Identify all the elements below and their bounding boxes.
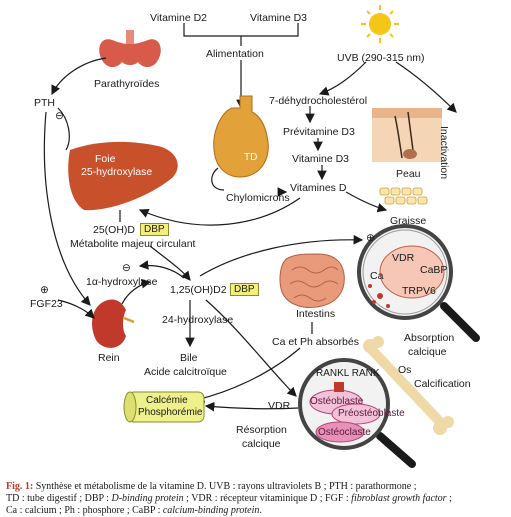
ohd-dbp-badge: DBP: [140, 223, 169, 236]
liver-icon: [68, 141, 178, 211]
label-hydroxylase25: 25-hydroxylase: [81, 166, 153, 178]
label-vitamine-d3: Vitamine D3: [292, 153, 350, 165]
caption-fig-number: Fig. 1:: [6, 481, 34, 492]
label-calcique-abs: calcique: [408, 346, 447, 358]
caption-line-3b: calcium-binding protein: [162, 505, 260, 516]
label-acide: Acide calcitroïque: [144, 366, 227, 378]
label-inactivation: Inactivation: [438, 126, 450, 180]
label-rein: Rein: [98, 352, 120, 364]
uvb-to-dehydro-arrow: [318, 61, 367, 96]
caption-line-2d: fibroblast growth factor: [351, 493, 447, 504]
calcemie-box: [123, 391, 205, 423]
sun-icon: [361, 5, 399, 43]
label-hydroxylase24: 24-hydroxylase: [162, 314, 234, 326]
label-vitamines-d: Vitamines D: [290, 182, 347, 194]
label-uvb: UVB (290-315 nm): [337, 52, 425, 64]
caption-line-2e: ;: [446, 493, 452, 504]
vitd-to-graisse-arrow: [345, 191, 388, 213]
dihydroxy-dbp-badge: DBP: [230, 283, 259, 296]
figure-caption: Fig. 1: Synthèse et métabolisme de la vi…: [6, 481, 506, 517]
uvb-inactivation-arrow: [395, 61, 457, 113]
intestine-icon: [279, 253, 345, 308]
label-ca: Ca: [370, 270, 384, 282]
pth-inhibit-sign: ⊖: [55, 110, 64, 122]
label-vitamine-d2: Vitamine D2: [150, 12, 208, 24]
label-parathyroides: Parathyroïdes: [94, 78, 160, 90]
skin-icon: [372, 108, 442, 162]
label-preosteoblaste: Préostéoblaste: [338, 408, 405, 419]
label-phosphoremie: Phosphorémie: [138, 407, 203, 418]
label-ca-ph: Ca et Ph absorbés: [272, 336, 359, 348]
vdr-to-calcemie-arrow: [204, 401, 299, 412]
label-osteoclaste: Ostéoclaste: [318, 427, 371, 438]
label-vdr-zoom: VDR: [392, 252, 415, 264]
label-alimentation: Alimentation: [206, 48, 264, 60]
label-td: TD: [244, 152, 258, 163]
label-alpha-hydroxylase: 1α-hydroxylase: [86, 276, 158, 288]
label-rankl-rank: RANKL RANK: [316, 368, 380, 379]
dihydroxy-to-alpha-neg-arrow: [138, 260, 185, 279]
label-previtamine: Prévitamine D3: [283, 126, 355, 138]
label-metabolite: Métabolite majeur circulant: [70, 238, 196, 250]
fgf-plus-sign: ⊕: [40, 284, 49, 296]
label-chylomicrons: Chylomicrons: [226, 192, 290, 204]
top-bracket: [183, 23, 299, 37]
stomach-icon: [211, 95, 269, 191]
label-resorption: Résorption: [236, 424, 287, 436]
label-calcification: Calcification: [414, 378, 471, 390]
alpha-inhibit-sign: ⊖: [122, 262, 131, 274]
fat-icon: [379, 187, 428, 205]
label-pth: PTH: [34, 97, 55, 109]
resorption-magnifier: [298, 358, 416, 468]
label-calcemie: Calcémie: [146, 395, 188, 406]
parathyroid-to-pth-arrow: [51, 57, 107, 96]
caph-to-calcemie-arrow: [194, 347, 301, 403]
absorption-plus-sign: ⊕: [366, 232, 375, 244]
caption-line-2a: TD : tube digestif ; DBP :: [6, 493, 112, 504]
label-bile: Bile: [180, 352, 198, 364]
label-graisse: Graisse: [390, 215, 427, 227]
label-vdr-left: VDR: [268, 400, 291, 412]
label-absorption: Absorption: [404, 332, 455, 344]
label-os: Os: [398, 364, 412, 376]
calcemie-feedback-arrow: [57, 107, 70, 151]
ohd-to-dihydroxy-arrow: [149, 245, 191, 281]
bone-icon: [363, 336, 454, 435]
vitd-to-liver-arrow: [138, 197, 301, 226]
kidney-icon: [92, 299, 135, 348]
dihydroxy-to-absorption-arrow: [199, 234, 364, 277]
label-calcique-res: calcique: [242, 438, 281, 450]
label-foie: Foie: [95, 153, 116, 165]
label-peau: Peau: [396, 168, 421, 180]
caption-line-2b: D-binding protein: [111, 493, 184, 504]
label-cabp: CaBP: [420, 264, 448, 276]
label-dihydroxy: 1,25(OH)D2: [170, 284, 227, 296]
caption-line-1: Synthèse et métabolisme de la vitamine D…: [33, 481, 417, 492]
parathyroid-icon: [99, 30, 161, 68]
caption-line-3a: Ca : calcium ; Ph : phosphore ; CaBP :: [6, 505, 163, 516]
caption-line-3c: .: [259, 505, 262, 516]
label-intestins: Intestins: [296, 308, 336, 320]
pth-to-kidney-arrow: [43, 111, 91, 306]
fgf23-to-kidney-arrow: [57, 299, 95, 319]
dihydroxy-to-vdr-arrow: [205, 299, 297, 397]
label-vitamine-d3-top: Vitamine D3: [250, 12, 308, 24]
label-osteoblaste: Ostéoblaste: [310, 396, 364, 407]
label-ohd: 25(OH)D: [93, 224, 136, 236]
label-fgf23: FGF23: [30, 298, 63, 310]
label-dehydrocholesterol: 7-déhydrocholestérol: [269, 95, 368, 107]
label-trpv6: TRPV6: [402, 285, 436, 297]
absorption-magnifier: [357, 224, 480, 342]
diagram-artwork: [43, 5, 480, 468]
kidney-to-alpha-arrow: [121, 278, 152, 305]
caption-line-2c: ; VDR : récepteur vitaminique D ; FGF :: [183, 493, 352, 504]
